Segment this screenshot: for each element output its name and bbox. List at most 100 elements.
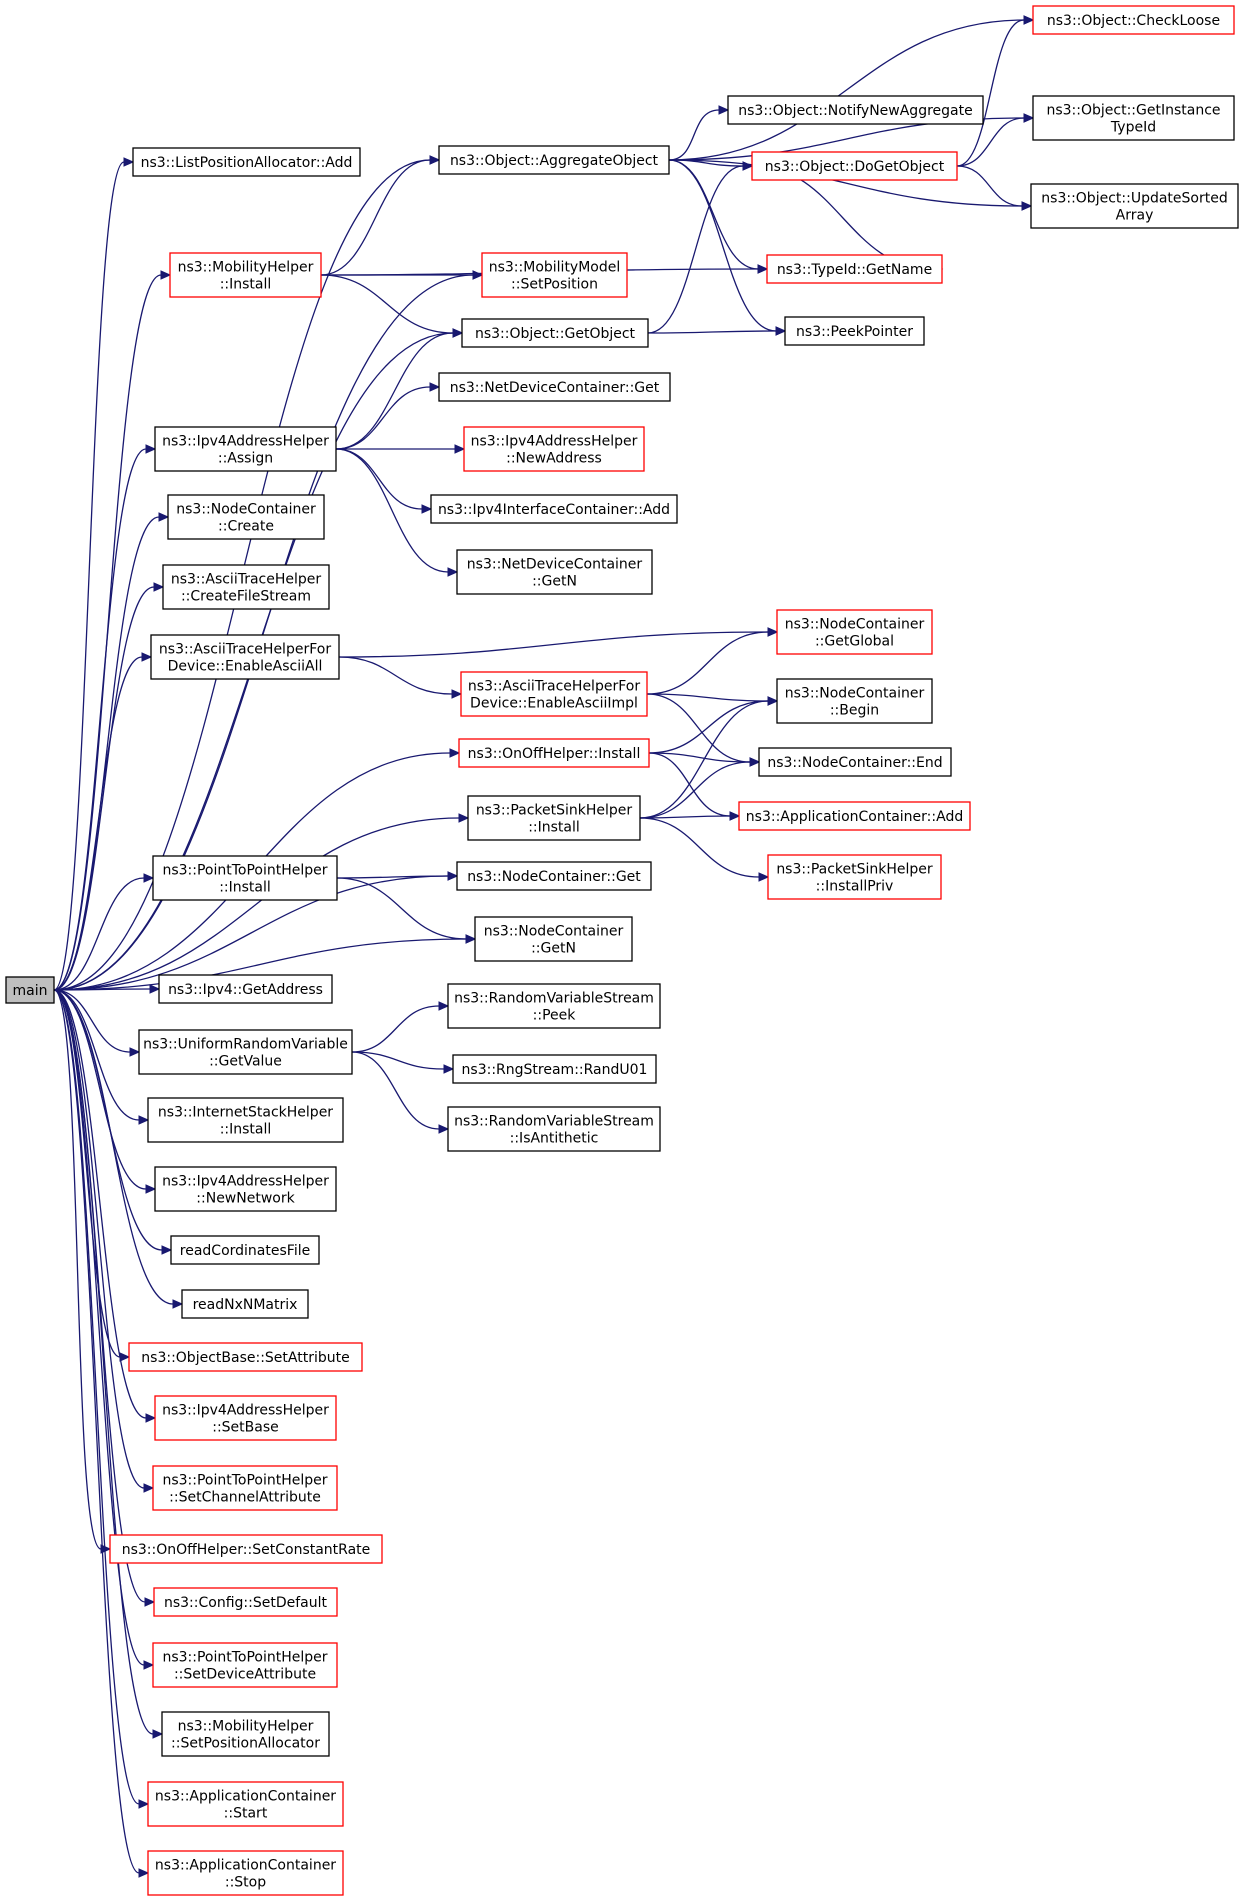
node-label: ::GetN xyxy=(532,574,577,590)
node-box xyxy=(162,564,330,610)
node-box xyxy=(109,1534,383,1564)
node-on-off-helper-install[interactable]: ns3::OnOffHelper::Install xyxy=(458,738,650,768)
node-box xyxy=(456,861,652,891)
edge-main-to-p2p-install xyxy=(53,873,155,991)
node-label: ns3::Object::UpdateSorted xyxy=(1041,191,1227,207)
node-box xyxy=(170,1235,320,1265)
node-label: readCordinatesFile xyxy=(180,1243,310,1259)
node-object-base-set-attribute[interactable]: ns3::ObjectBase::SetAttribute xyxy=(128,1342,363,1372)
node-box xyxy=(784,316,925,346)
node-label: ::InstallPriv xyxy=(816,879,894,895)
node-object-get-object[interactable]: ns3::Object::GetObject xyxy=(461,318,649,348)
node-peek-pointer[interactable]: ns3::PeekPointer xyxy=(784,316,925,346)
node-ipv4-address-helper-set-base[interactable]: ns3::Ipv4AddressHelper::SetBase xyxy=(154,1395,337,1441)
node-mobility-helper-set-position-allocator[interactable]: ns3::MobilityHelper::SetPositionAllocato… xyxy=(161,1711,330,1757)
node-ipv4-address-helper-assign[interactable]: ns3::Ipv4AddressHelper::Assign xyxy=(154,426,337,472)
node-ipv4-address-helper-new-address[interactable]: ns3::Ipv4AddressHelper::NewAddress xyxy=(463,426,645,472)
node-box xyxy=(152,1465,338,1511)
node-label: ns3::MobilityHelper xyxy=(178,260,314,276)
node-ipv4-address-helper-new-network[interactable]: ns3::Ipv4AddressHelper::NewNetwork xyxy=(154,1166,337,1212)
edge-main-to-ath-cfs xyxy=(53,582,165,991)
node-label: ::NewAddress xyxy=(506,451,602,467)
node-ascii-trace-helper-for-device-enable-ascii-impl[interactable]: ns3::AsciiTraceHelperForDevice::EnableAs… xyxy=(460,671,648,717)
node-node-container-get[interactable]: ns3::NodeContainer::Get xyxy=(456,861,652,891)
node-ipv4-interface-container-add[interactable]: ns3::Ipv4InterfaceContainer::Add xyxy=(430,494,678,524)
node-read-cordinates-file[interactable]: readCordinatesFile xyxy=(170,1235,320,1265)
node-box xyxy=(152,1642,338,1688)
node-label: ns3::ApplicationContainer xyxy=(155,1789,336,1805)
node-point-to-point-helper-set-channel-attribute[interactable]: ns3::PointToPointHelper::SetChannelAttri… xyxy=(152,1465,338,1511)
node-node-container-create[interactable]: ns3::NodeContainer::Create xyxy=(167,494,325,540)
node-label: ns3::NodeContainer xyxy=(785,617,925,633)
node-type-id-get-name[interactable]: ns3::TypeId::GetName xyxy=(766,254,943,284)
node-packet-sink-helper-install-priv[interactable]: ns3::PacketSinkHelper::InstallPriv xyxy=(767,854,942,900)
node-net-device-container-get[interactable]: ns3::NetDeviceContainer::Get xyxy=(438,372,671,402)
node-box xyxy=(430,494,678,524)
node-on-off-helper-set-constant-rate[interactable]: ns3::OnOffHelper::SetConstantRate xyxy=(109,1534,383,1564)
edge-p2p-install-to-nc-get xyxy=(336,871,459,881)
node-label: ::Install xyxy=(220,277,272,293)
node-label: ns3::Object::CheckLoose xyxy=(1047,13,1220,29)
node-label: ns3::Ipv4AddressHelper xyxy=(471,434,638,450)
edge-mob-install-to-obj-aggregate xyxy=(320,155,441,276)
node-label: ns3::OnOffHelper::Install xyxy=(468,746,641,762)
edge-main-to-urv-getvalue xyxy=(53,989,141,1057)
node-node-container-begin[interactable]: ns3::NodeContainer::Begin xyxy=(776,678,933,724)
node-mobility-helper-install[interactable]: ns3::MobilityHelper::Install xyxy=(169,252,322,298)
node-ipv4-get-address[interactable]: ns3::Ipv4::GetAddress xyxy=(158,974,333,1004)
edge-main-to-p2p-setdev xyxy=(53,989,155,1670)
node-packet-sink-helper-install[interactable]: ns3::PacketSinkHelper::Install xyxy=(467,795,641,841)
node-read-nx-nmatrix[interactable]: readNxNMatrix xyxy=(181,1289,309,1319)
node-mobility-model-set-position[interactable]: ns3::MobilityModel::SetPosition xyxy=(481,252,628,298)
node-internet-stack-helper-install[interactable]: ns3::InternetStackHelper::Install xyxy=(147,1097,344,1143)
edge-main-to-ipv4-getaddr xyxy=(53,984,161,994)
node-label: ::SetPositionAllocator xyxy=(171,1736,320,1752)
node-box xyxy=(153,1587,338,1617)
node-box xyxy=(767,854,942,900)
node-application-container-start[interactable]: ns3::ApplicationContainer::Start xyxy=(147,1781,344,1827)
node-label: ns3::AsciiTraceHelperFor xyxy=(159,642,331,658)
node-node-container-get-n[interactable]: ns3::NodeContainer::GetN xyxy=(474,916,633,962)
node-label: ::Stop xyxy=(225,1875,266,1891)
edge-p2p-install-to-nc-getn xyxy=(336,877,477,944)
node-box xyxy=(154,1395,337,1441)
node-label: ::SetPosition xyxy=(511,277,598,293)
node-box xyxy=(181,1289,309,1319)
node-application-container-stop[interactable]: ns3::ApplicationContainer::Stop xyxy=(147,1850,344,1896)
node-box xyxy=(474,916,633,962)
node-label: ns3::Ipv4AddressHelper xyxy=(162,434,329,450)
node-random-variable-stream-is-antithetic[interactable]: ns3::RandomVariableStream::IsAntithetic xyxy=(447,1106,661,1152)
node-list-position-allocator-add[interactable]: ns3::ListPositionAllocator::Add xyxy=(132,147,361,177)
node-label: ns3::Config::SetDefault xyxy=(164,1595,328,1611)
node-box xyxy=(452,1054,657,1084)
node-box xyxy=(460,671,648,717)
node-object-check-loose[interactable]: ns3::Object::CheckLoose xyxy=(1032,5,1235,35)
node-point-to-point-helper-install[interactable]: ns3::PointToPointHelper::Install xyxy=(152,855,338,901)
edge-psh-install-to-psh-installpriv xyxy=(639,817,770,882)
node-box xyxy=(758,747,952,777)
node-label: ns3::PeekPointer xyxy=(796,324,913,340)
node-application-container-add[interactable]: ns3::ApplicationContainer::Add xyxy=(738,801,971,831)
node-uniform-random-variable-get-value[interactable]: ns3::UniformRandomVariable::GetValue xyxy=(138,1029,353,1075)
node-object-aggregate-object[interactable]: ns3::Object::AggregateObject xyxy=(438,145,670,175)
node-point-to-point-helper-set-device-attribute[interactable]: ns3::PointToPointHelper::SetDeviceAttrib… xyxy=(152,1642,338,1688)
node-object-notify-new-aggregate[interactable]: ns3::Object::NotifyNewAggregate xyxy=(727,95,984,125)
node-ascii-trace-helper-create-file-stream[interactable]: ns3::AsciiTraceHelper::CreateFileStream xyxy=(162,564,330,610)
node-ascii-trace-helper-for-device-enable-ascii-all[interactable]: ns3::AsciiTraceHelperForDevice::EnableAs… xyxy=(150,634,340,680)
edge-mob-install-to-obj-getobject xyxy=(320,274,464,338)
node-net-device-container-get-n[interactable]: ns3::NetDeviceContainer::GetN xyxy=(456,549,653,595)
node-config-set-default[interactable]: ns3::Config::SetDefault xyxy=(153,1587,338,1617)
node-label: ::SetDeviceAttribute xyxy=(174,1667,316,1683)
node-box xyxy=(132,147,361,177)
node-node-container-end[interactable]: ns3::NodeContainer::End xyxy=(758,747,952,777)
edge-main-to-lpa-add xyxy=(53,157,135,991)
edge-ipv4ah-assign-to-ipv4ic-add xyxy=(335,448,433,514)
node-box xyxy=(147,1097,344,1143)
node-main[interactable]: main xyxy=(5,976,55,1004)
node-object-do-get-object[interactable]: ns3::Object::DoGetObject xyxy=(751,151,958,181)
node-random-variable-stream-peek[interactable]: ns3::RandomVariableStream::Peek xyxy=(447,983,661,1029)
node-rng-stream-rand-u01[interactable]: ns3::RngStream::RandU01 xyxy=(452,1054,657,1084)
node-node-container-get-global[interactable]: ns3::NodeContainer::GetGlobal xyxy=(776,609,933,655)
